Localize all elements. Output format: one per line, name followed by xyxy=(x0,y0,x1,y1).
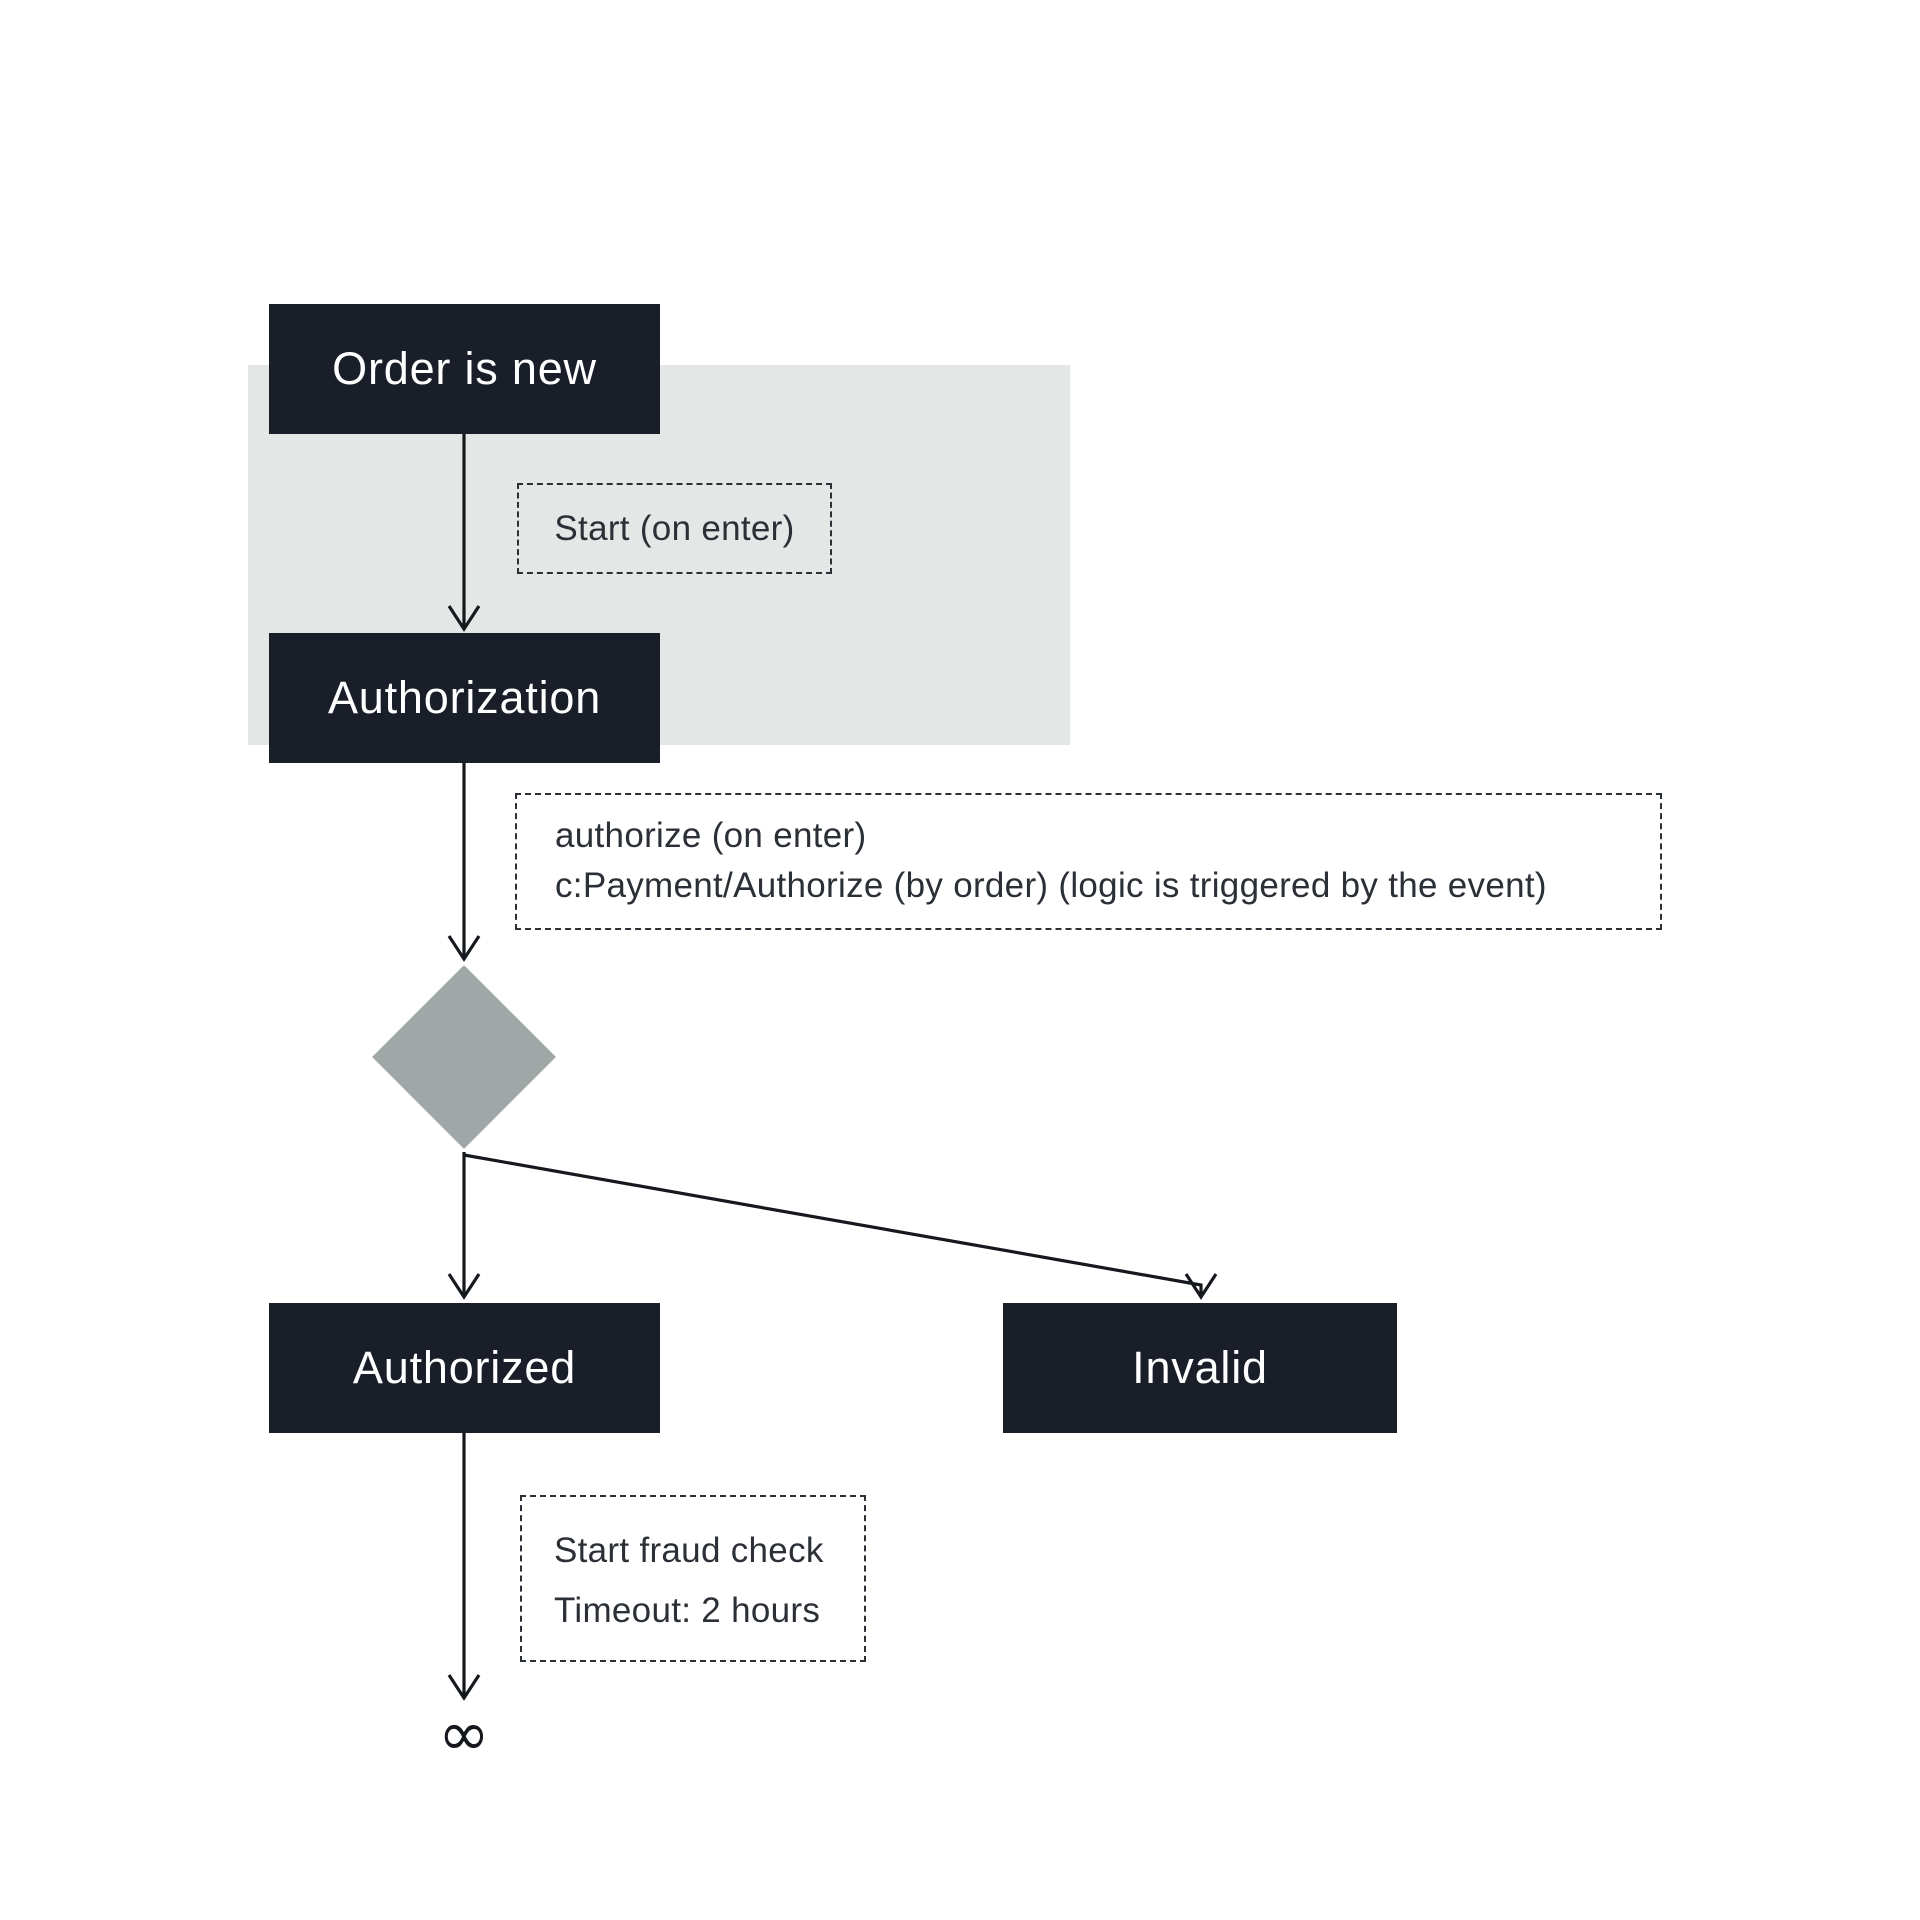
transition-label-fraud-line1: Start fraud check xyxy=(554,1531,824,1570)
arrow-decision-to-invalid xyxy=(463,1153,1218,1300)
node-invalid: Invalid xyxy=(1003,1303,1397,1433)
infinity-terminal-symbol: ∞ xyxy=(438,1697,490,1770)
arrow-order-to-authorization xyxy=(447,434,481,632)
arrow-authorization-to-decision xyxy=(447,763,481,962)
transition-label-authorize: authorize (on enter) c:Payment/Authorize… xyxy=(515,793,1662,930)
arrow-decision-to-authorized xyxy=(447,1152,481,1300)
node-order-is-new: Order is new xyxy=(269,304,660,434)
node-authorized: Authorized xyxy=(269,1303,660,1433)
transition-label-fraud-check: Start fraud check Timeout: 2 hours xyxy=(520,1495,866,1662)
arrow-authorized-to-infinity xyxy=(447,1433,481,1701)
transition-label-start-text: Start (on enter) xyxy=(554,508,795,548)
transition-label-fraud-line2: Timeout: 2 hours xyxy=(554,1591,821,1630)
transition-label-start: Start (on enter) xyxy=(517,483,832,574)
transition-label-authorize-line2: c:Payment/Authorize (by order) (logic is… xyxy=(555,866,1547,905)
node-authorization: Authorization xyxy=(269,633,660,763)
transition-label-authorize-line1: authorize (on enter) xyxy=(555,816,867,855)
